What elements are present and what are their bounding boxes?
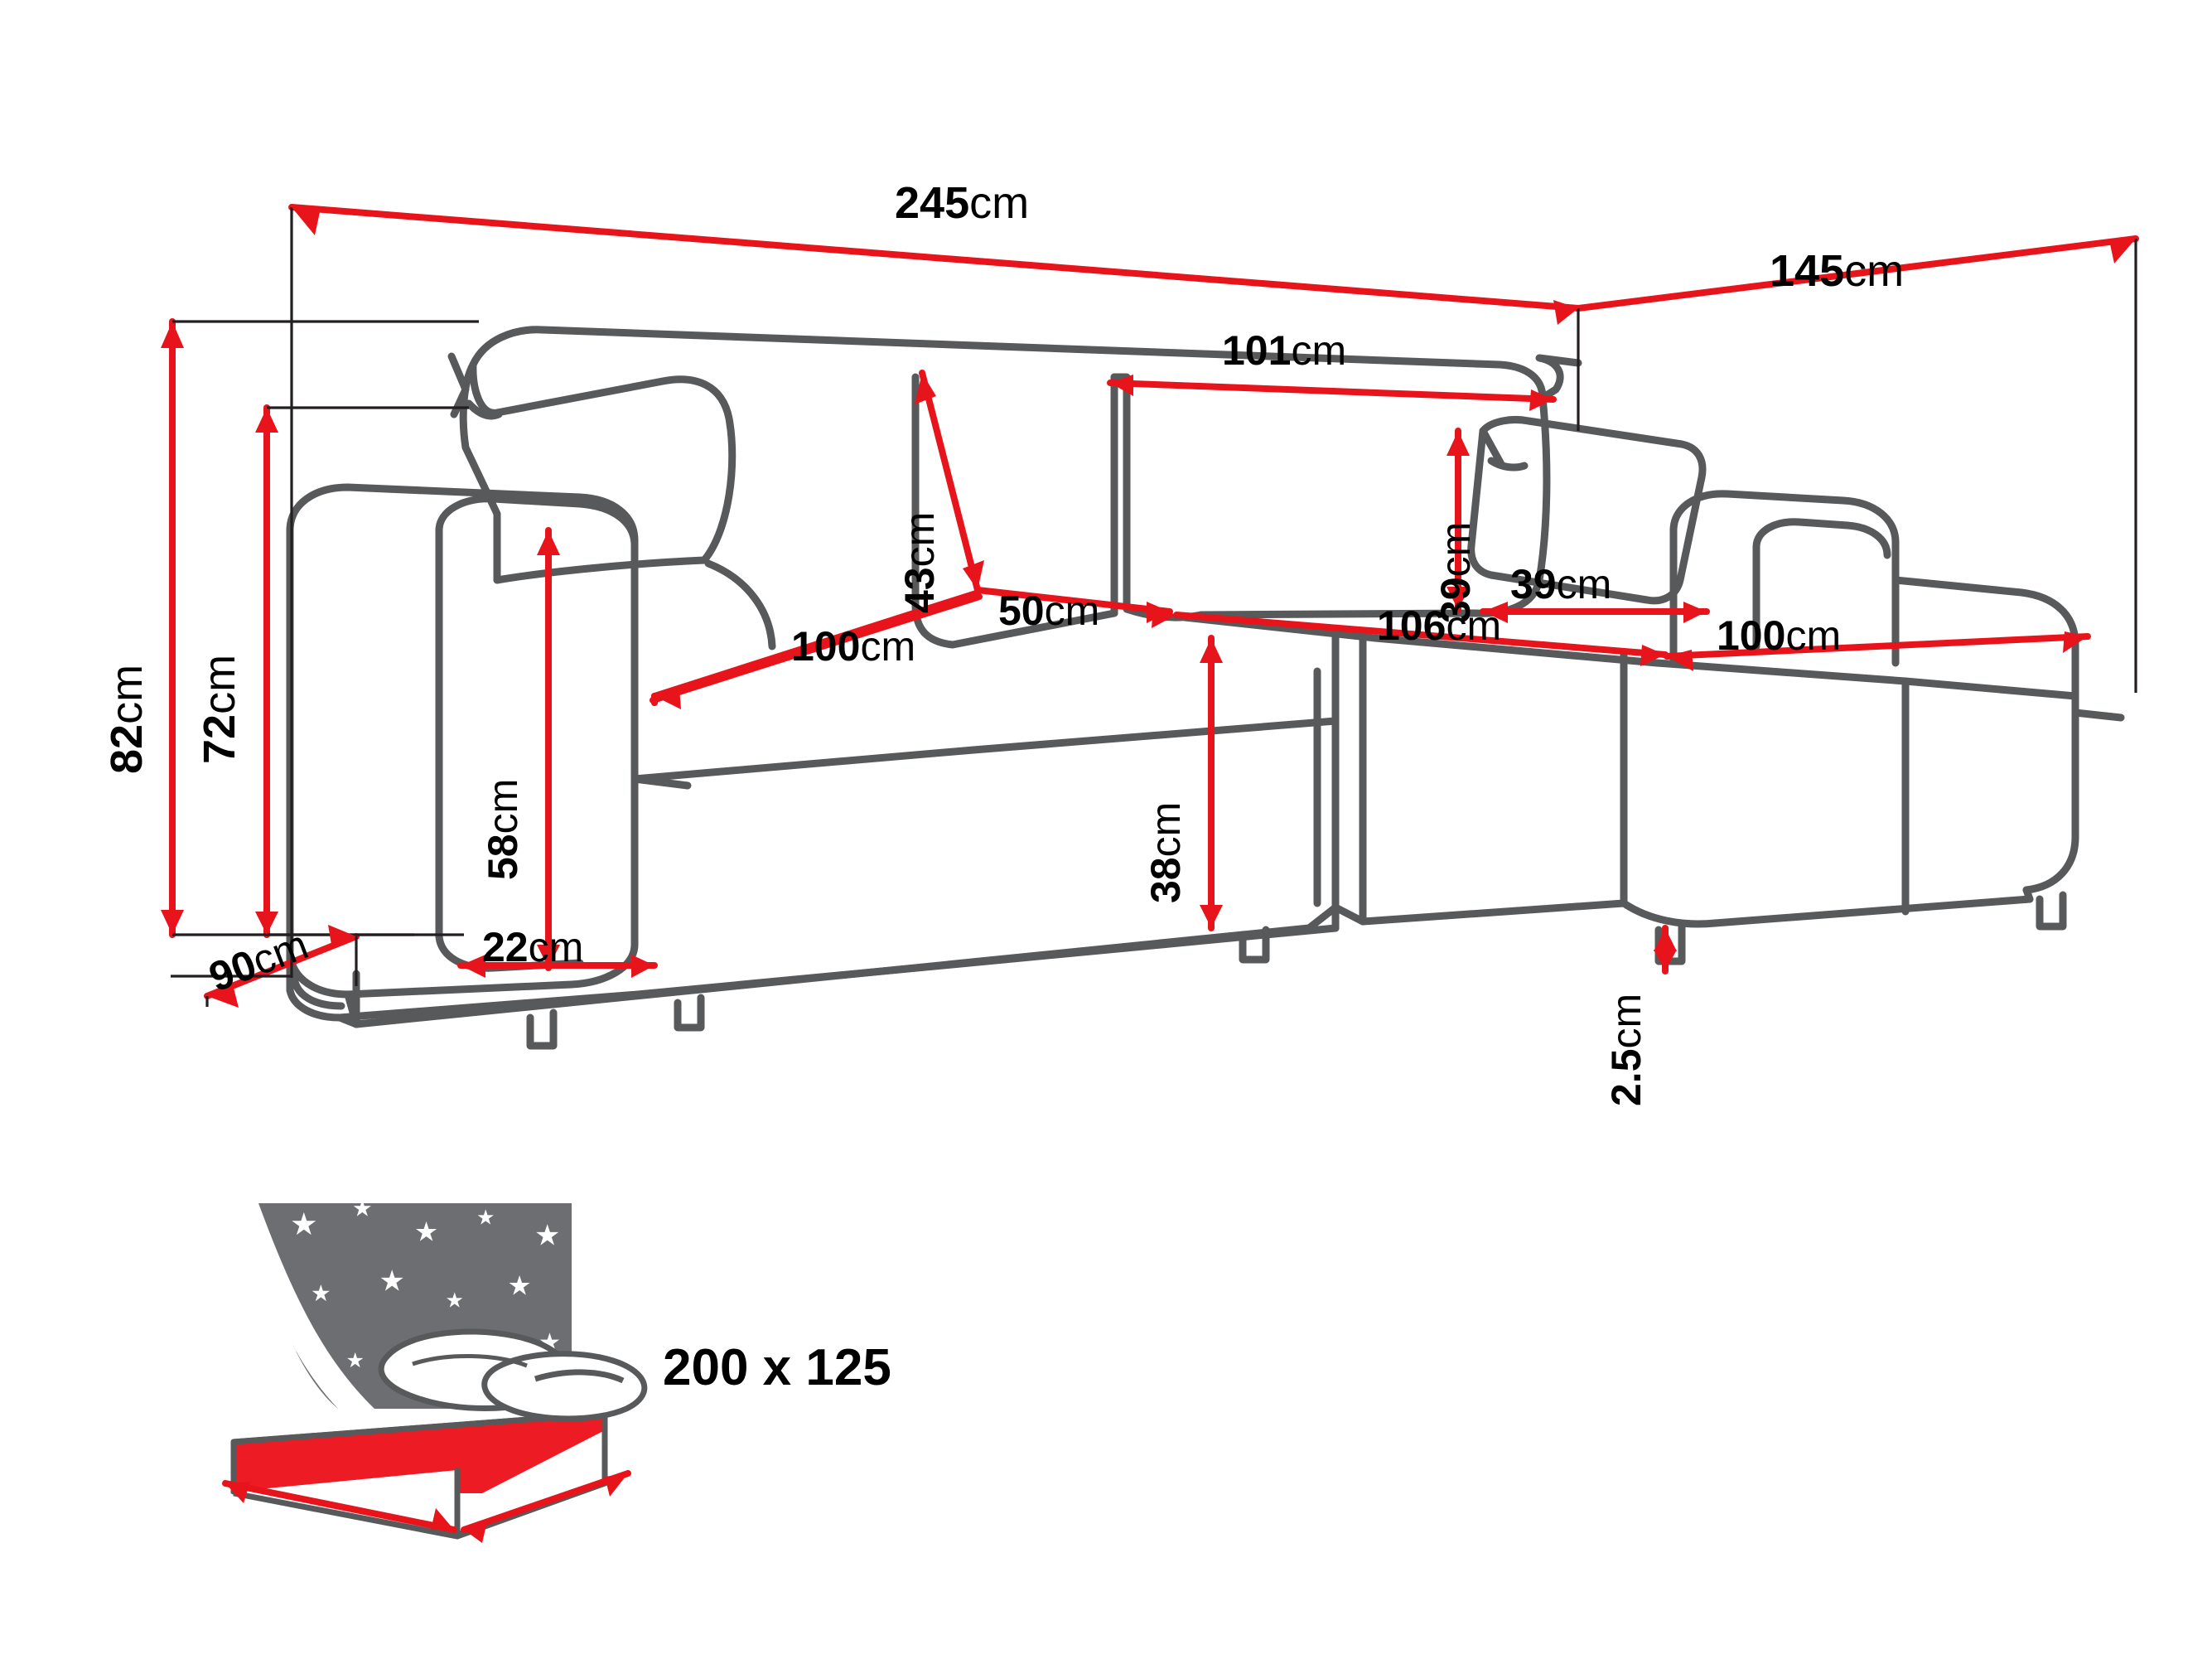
dim-label-arm-width: 22cm — [482, 924, 584, 970]
dim-label-arm-height: 58cm — [480, 778, 526, 880]
dim-label-overall-height: 82cm — [102, 664, 152, 774]
dim-label-backrest-height: 43cm — [896, 511, 943, 613]
dim-label-total-width: 245cm — [895, 178, 1030, 228]
svg-text:★: ★ — [476, 1207, 495, 1230]
dim-label-backrest-length: 101cm — [1222, 327, 1347, 374]
dim-label-seat-height: 38cm — [1142, 801, 1189, 903]
dim-label-cushion-width: 50cm — [998, 588, 1100, 634]
svg-text:★: ★ — [311, 1280, 331, 1306]
dim-label-total-depth-right: 145cm — [1770, 246, 1905, 296]
svg-text:★: ★ — [379, 1265, 405, 1298]
svg-text:★: ★ — [290, 1207, 318, 1241]
svg-text:★: ★ — [508, 1271, 532, 1301]
dim-label-chaise-width: 100cm — [1717, 612, 1842, 659]
bed-size-label: 200 x 125 — [663, 1339, 891, 1396]
dim-label-seat-back-height: 72cm — [195, 654, 244, 764]
dim-label-pillow-width: 39cm — [1510, 561, 1612, 607]
svg-text:★: ★ — [352, 1196, 373, 1221]
svg-text:★: ★ — [414, 1217, 438, 1247]
dim-label-ground-clearance: 2.5cm — [1603, 993, 1649, 1106]
svg-text:★: ★ — [446, 1289, 464, 1313]
svg-text:★: ★ — [534, 1220, 560, 1252]
svg-text:★: ★ — [346, 1349, 365, 1372]
dim-label-seat-depth-left: 100cm — [791, 623, 916, 670]
dim-label-chaise-length: 106cm — [1377, 602, 1502, 649]
